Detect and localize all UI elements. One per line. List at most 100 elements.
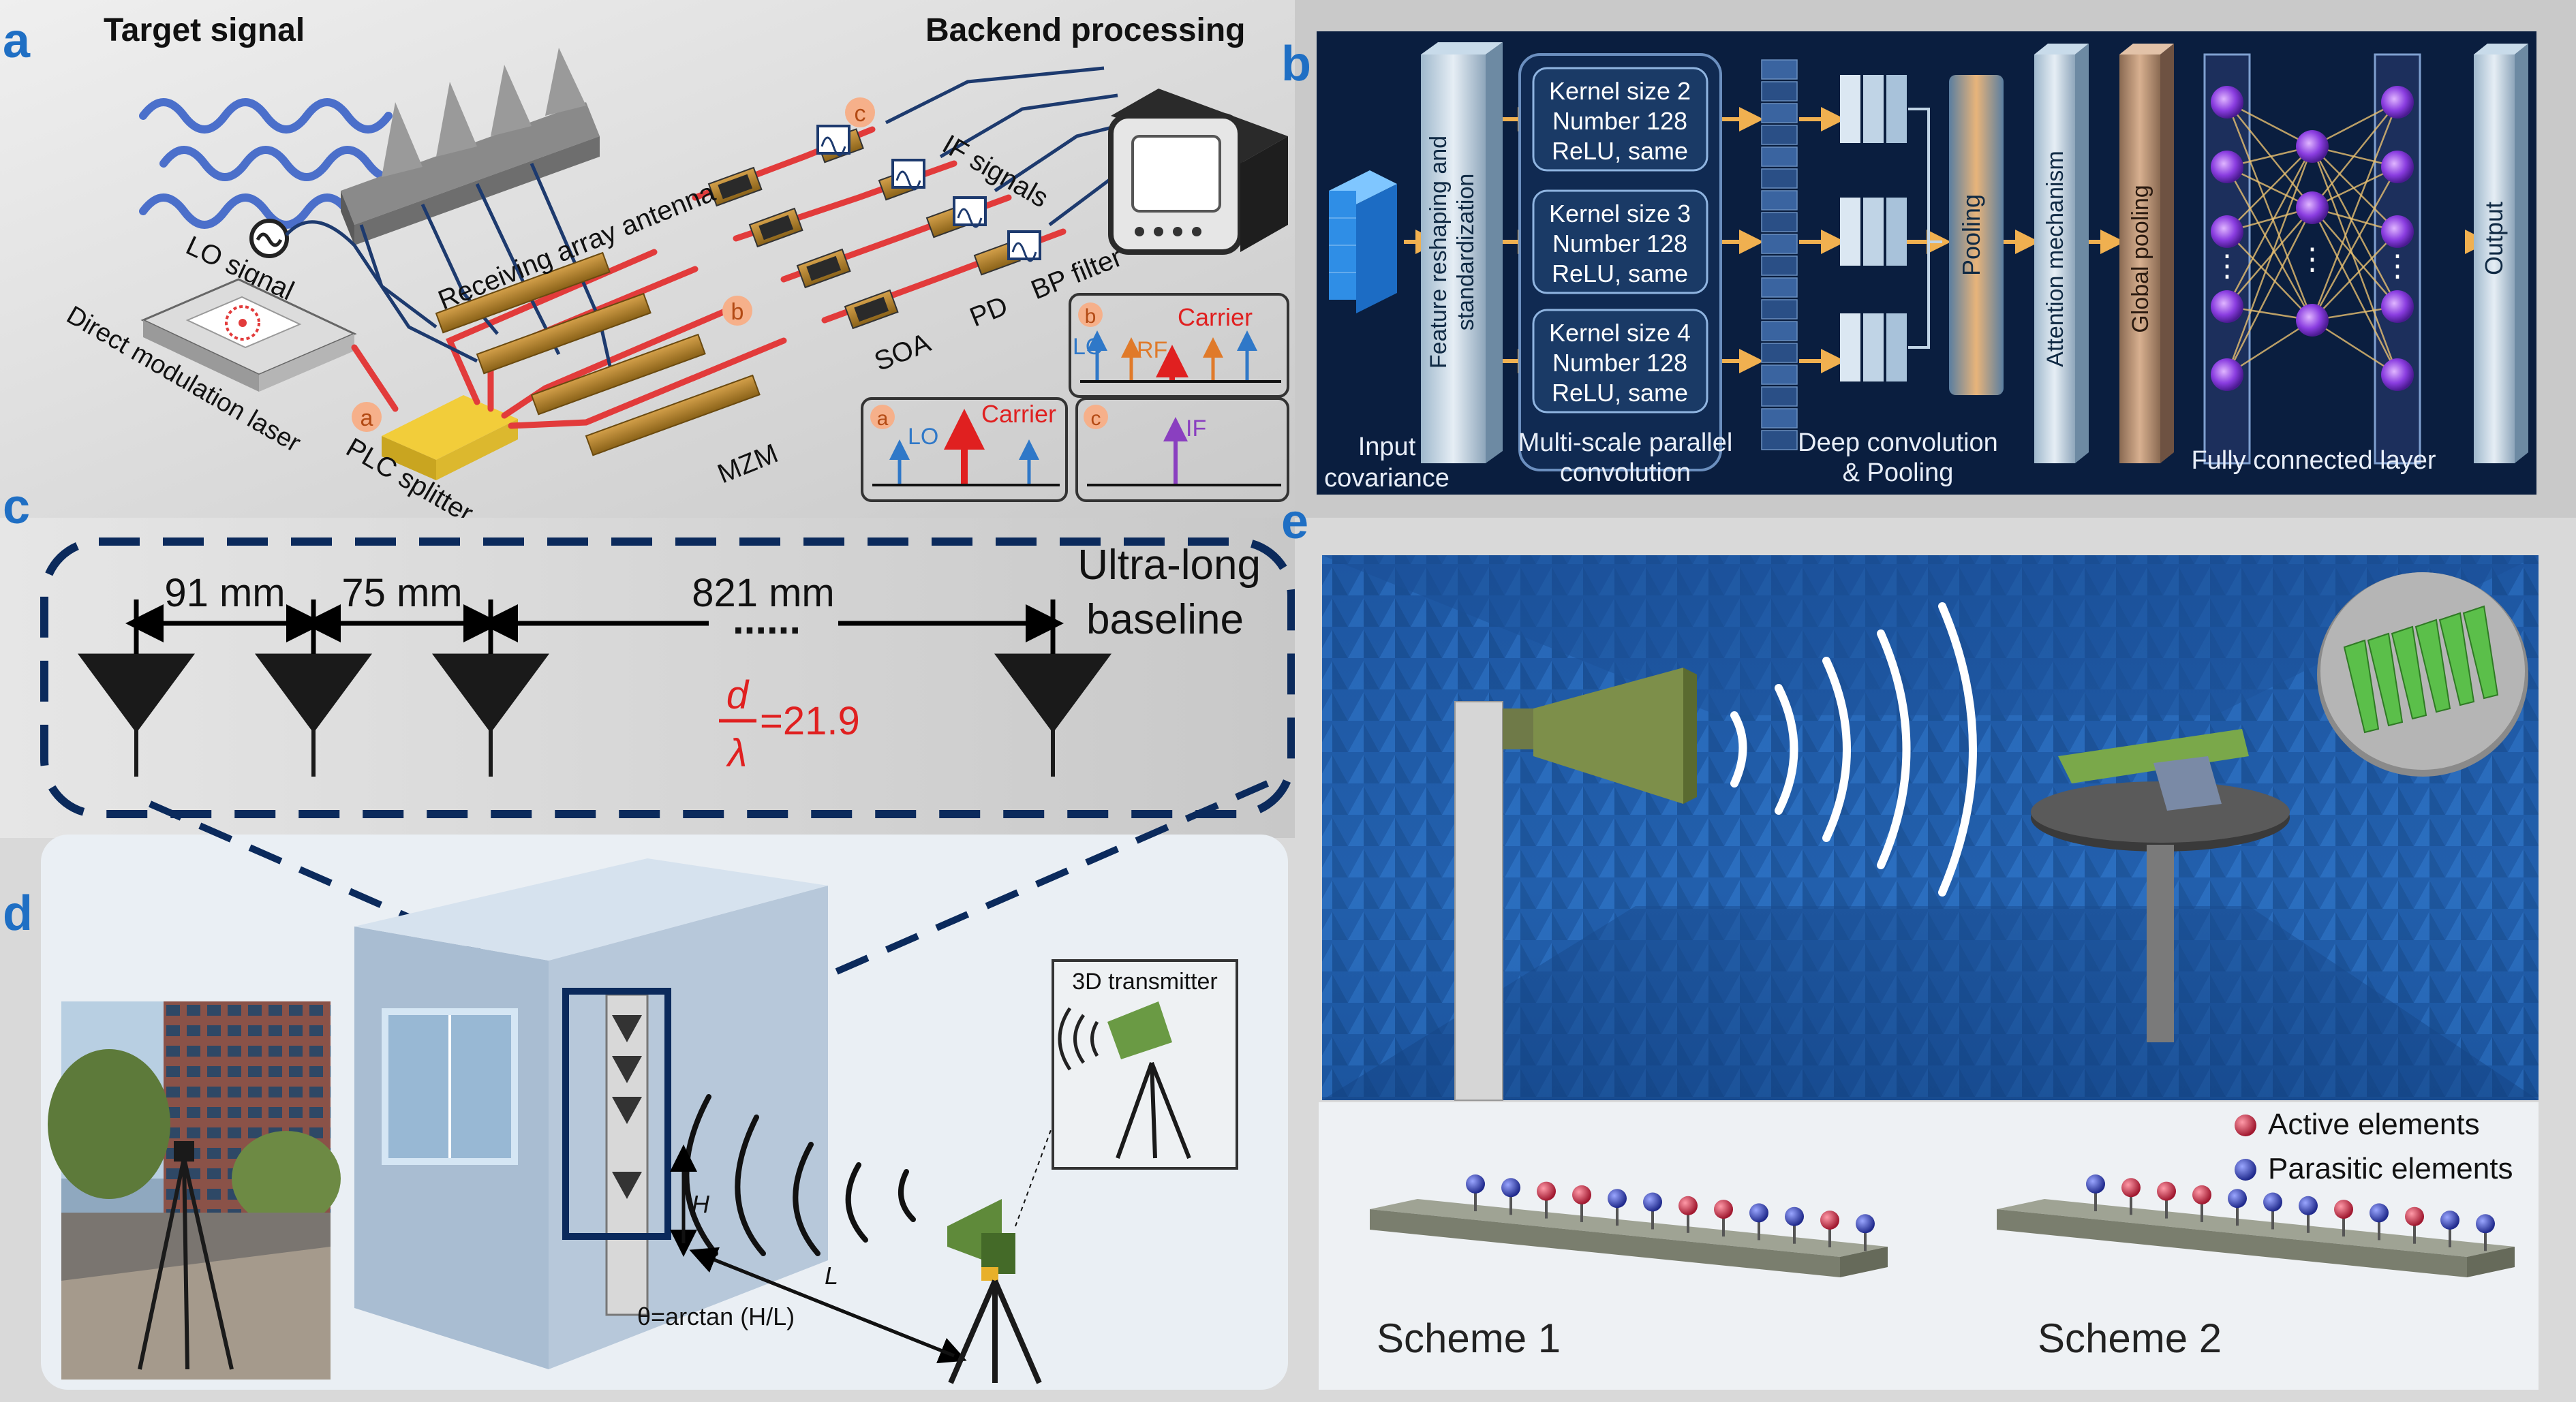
svg-text:c: c [855, 101, 866, 127]
input-covariance-cube [1329, 170, 1397, 313]
svg-text:=21.9: =21.9 [760, 699, 860, 743]
fc-neuron [2211, 215, 2243, 248]
svg-text:b: b [1085, 305, 1097, 328]
fc-connection [2226, 207, 2314, 375]
backend-monitor [1108, 89, 1288, 255]
legend: Active elements Parasitic elements [2235, 1108, 2513, 1185]
concat-cell [1761, 59, 1798, 80]
kernel-box-1: Kernel size 2 Number 128 ReLU, same [1532, 67, 1708, 172]
parasitic-element [2440, 1211, 2459, 1230]
fc-connection [2226, 102, 2314, 321]
fc-ellipsis: ⋮ [2382, 249, 2412, 283]
parasitic-element [2476, 1214, 2495, 1234]
fc-connection [2226, 231, 2313, 321]
fc-neuron [2381, 215, 2414, 248]
panel-e: e [1281, 495, 2576, 1402]
panel-label-c: c [3, 480, 30, 534]
concat-cell [1761, 299, 1798, 320]
distance-821mm: 821 mm [692, 571, 835, 615]
multi-scale-conv: Kernel size 2 Number 128 ReLU, same Kern… [1518, 53, 1722, 471]
fc-connection [2311, 207, 2399, 375]
svg-text:c: c [1091, 407, 1101, 430]
active-element [2121, 1178, 2141, 1198]
geometry-arrows [670, 1144, 967, 1364]
legend-active-dot [2235, 1115, 2256, 1136]
active-element [2192, 1185, 2211, 1204]
svg-text:Output: Output [2480, 202, 2508, 275]
concat-cell [1761, 146, 1798, 167]
parasitic-element [2263, 1192, 2282, 1212]
svg-text:Feature reshaping and: Feature reshaping and [1426, 136, 1452, 369]
svg-text:ReLU, same: ReLU, same [1552, 260, 1688, 287]
scheme-1-board [1370, 1174, 1888, 1277]
length-label: L [825, 1262, 838, 1290]
chamber-waves [1730, 602, 1977, 897]
transmitted-waves [684, 1094, 916, 1256]
concat-cell [1761, 321, 1798, 341]
receiving-array-antenna [341, 48, 600, 245]
svg-text:Attention mechanism: Attention mechanism [2042, 151, 2068, 367]
svg-text:Number 128: Number 128 [1552, 230, 1687, 258]
fc-connection [2311, 166, 2399, 321]
fc-connection [2226, 146, 2314, 375]
parasitic-element [1643, 1192, 1662, 1212]
parasitic-element [1501, 1178, 1520, 1198]
bp-filter-array [816, 125, 1041, 262]
fully-connected-layers: ⋮⋮⋮ [2203, 53, 2421, 465]
output-layer: Output [2474, 44, 2528, 463]
fc-neuron [2381, 86, 2414, 119]
fc-neuron [2381, 290, 2414, 323]
concat-cell [1761, 212, 1798, 232]
ultra-long-label-2: baseline [1086, 596, 1244, 643]
svg-text:a: a [361, 405, 373, 431]
panel-label-b: b [1281, 37, 1311, 91]
fc-connection [2311, 102, 2399, 321]
fc-neuron [2296, 191, 2329, 224]
direct-modulation-laser [140, 278, 357, 392]
deep-conv-label-2: & Pooling [1843, 458, 1954, 487]
fc-neuron [2296, 304, 2329, 337]
fc-connection [2226, 319, 2313, 376]
kernel-box-3: Kernel size 4 Number 128 ReLU, same [1532, 309, 1708, 414]
fc-neuron [2211, 358, 2243, 391]
fc-connection [2312, 319, 2398, 376]
fc-neuron [2381, 358, 2414, 391]
scheme-2-board [1997, 1174, 2515, 1277]
concat-column [1761, 59, 1798, 450]
svg-text:standardization: standardization [1453, 174, 1479, 331]
svg-text:Carrier: Carrier [981, 400, 1056, 428]
plc-splitter [382, 395, 518, 480]
distance-dots: ...... [733, 597, 801, 642]
multi-scale-label-1: Multi-scale parallel [1518, 429, 1733, 457]
transmitter-inset: 3D transmitter [1052, 959, 1238, 1170]
distance-91mm: 91 mm [164, 571, 285, 615]
concat-cell [1761, 190, 1798, 211]
fc-ellipsis: ⋮ [2212, 249, 2242, 283]
ultra-long-label-1: Ultra-long [1077, 542, 1261, 589]
height-label: H [692, 1190, 710, 1218]
fc-layer-frame [2374, 53, 2421, 465]
svg-text:λ: λ [726, 731, 748, 775]
feature-reshaping-layer: Feature reshaping and standardization [1421, 42, 1503, 463]
deep-conv-stacks [1840, 75, 1942, 381]
svg-text:ReLU, same: ReLU, same [1552, 137, 1688, 165]
spectrum-b: b LO RF Carrier [1069, 293, 1289, 398]
svg-text:Kernel size 4: Kernel size 4 [1549, 319, 1691, 347]
concat-cell [1761, 81, 1798, 102]
svg-text:Kernel size 3: Kernel size 3 [1549, 200, 1691, 228]
target-signal-waves [139, 98, 413, 229]
spectrum-a: a LO Carrier [861, 397, 1068, 502]
attention-layer: Attention mechanism [2034, 44, 2089, 463]
svg-text:3D transmitter: 3D transmitter [1072, 969, 1218, 995]
fc-neuron [2211, 151, 2243, 183]
concat-cell [1761, 408, 1798, 429]
marker-b: b [722, 296, 752, 326]
concat-cell [1761, 255, 1798, 276]
concat-cell [1761, 430, 1798, 450]
pooling-layer: Pooling [1949, 75, 2004, 395]
parasitic-element [2228, 1189, 2247, 1209]
parasitic-element [2370, 1203, 2389, 1223]
svg-text:Number 128: Number 128 [1552, 349, 1687, 377]
mzm-array [435, 251, 761, 456]
parasitic-element [1608, 1189, 1627, 1209]
